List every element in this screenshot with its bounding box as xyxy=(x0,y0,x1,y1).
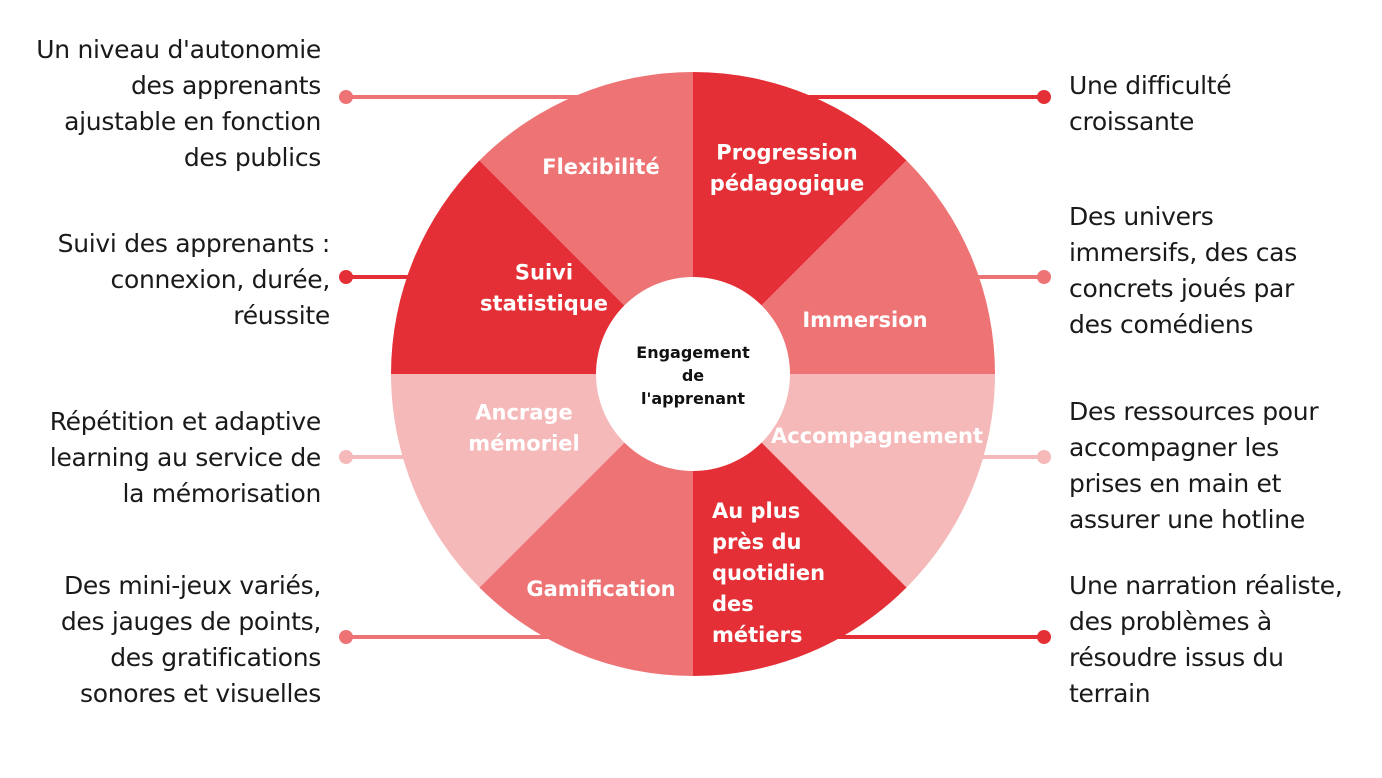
description-gamification: Des mini-jeux variés, des jauges de poin… xyxy=(60,571,321,708)
connector-lines xyxy=(339,90,1051,644)
connector-dot-quotidien xyxy=(1037,630,1051,644)
connector-dot-flexibilite xyxy=(339,90,353,104)
segment-label-accompagnement: Accompagnement xyxy=(771,424,983,448)
description-immersion: Des univers immersifs, des cas concrets … xyxy=(1069,202,1297,339)
description-flexibilite: Un niveau d'autonomie des apprenants aju… xyxy=(36,35,321,172)
connector-dot-suivi xyxy=(339,270,353,284)
connector-dot-accompagnement xyxy=(1037,450,1051,464)
description-suivi: Suivi des apprenants : connexion, durée,… xyxy=(57,229,331,330)
description-progression: Une difficulté croissante xyxy=(1069,71,1232,136)
description-accompagnement: Des ressources pour accompagner les pris… xyxy=(1069,397,1319,534)
segment-label-immersion: Immersion xyxy=(802,308,927,332)
connector-dot-progression xyxy=(1037,90,1051,104)
connector-dot-gamification xyxy=(339,630,353,644)
center-hub xyxy=(596,277,790,471)
description-quotidien: Une narration réaliste, des problèmes à … xyxy=(1069,571,1343,708)
description-ancrage: Répétition et adaptive learning au servi… xyxy=(49,407,322,508)
segment-label-gamification: Gamification xyxy=(526,577,675,601)
segment-label-flexibilite: Flexibilité xyxy=(542,155,659,179)
connector-dot-immersion xyxy=(1037,270,1051,284)
connector-dot-ancrage xyxy=(339,450,353,464)
